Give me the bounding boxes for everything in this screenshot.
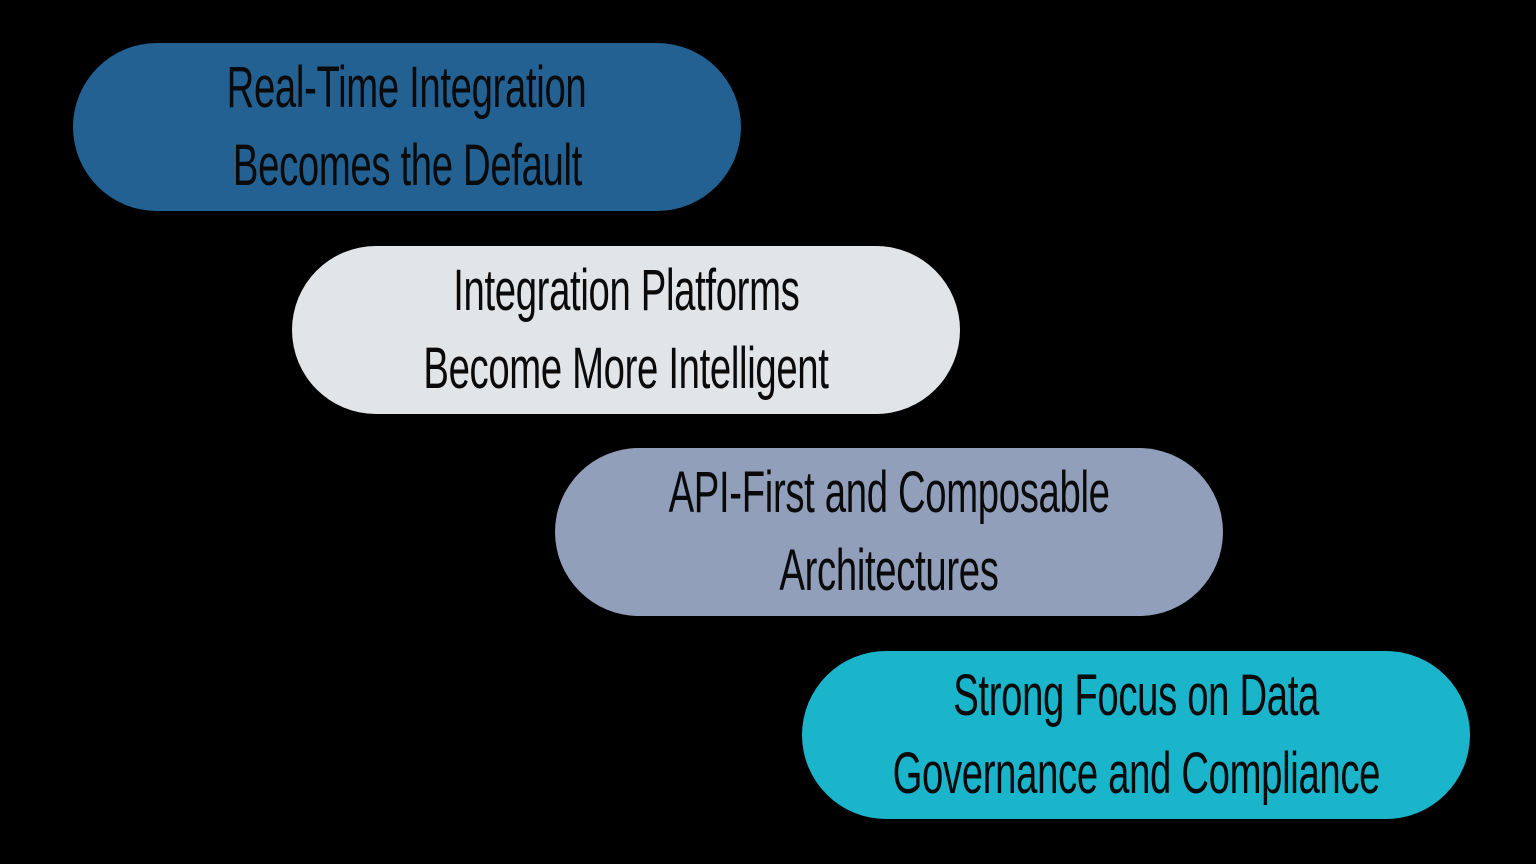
pill-text-line: Governance and Compliance <box>892 741 1380 806</box>
pill-text-line: Real-Time Integration <box>227 55 587 120</box>
trend-pill-real-time-integration: Real-Time Integration Becomes the Defaul… <box>73 43 741 211</box>
pill-text-line: API-First and Composable <box>668 460 1110 525</box>
pill-text-line: Integration Platforms <box>452 258 800 323</box>
trend-pill-api-first: API-First and Composable Architectures <box>555 448 1223 616</box>
trend-pill-data-governance: Strong Focus on Data Governance and Comp… <box>802 651 1470 819</box>
pill-text-line: Become More Intelligent <box>423 336 829 401</box>
pill-text-line: Strong Focus on Data <box>953 663 1319 728</box>
trend-pill-intelligent-platforms: Integration Platforms Become More Intell… <box>292 246 960 414</box>
pill-text-line: Architectures <box>779 538 999 603</box>
pill-text-line: Becomes the Default <box>232 133 582 198</box>
